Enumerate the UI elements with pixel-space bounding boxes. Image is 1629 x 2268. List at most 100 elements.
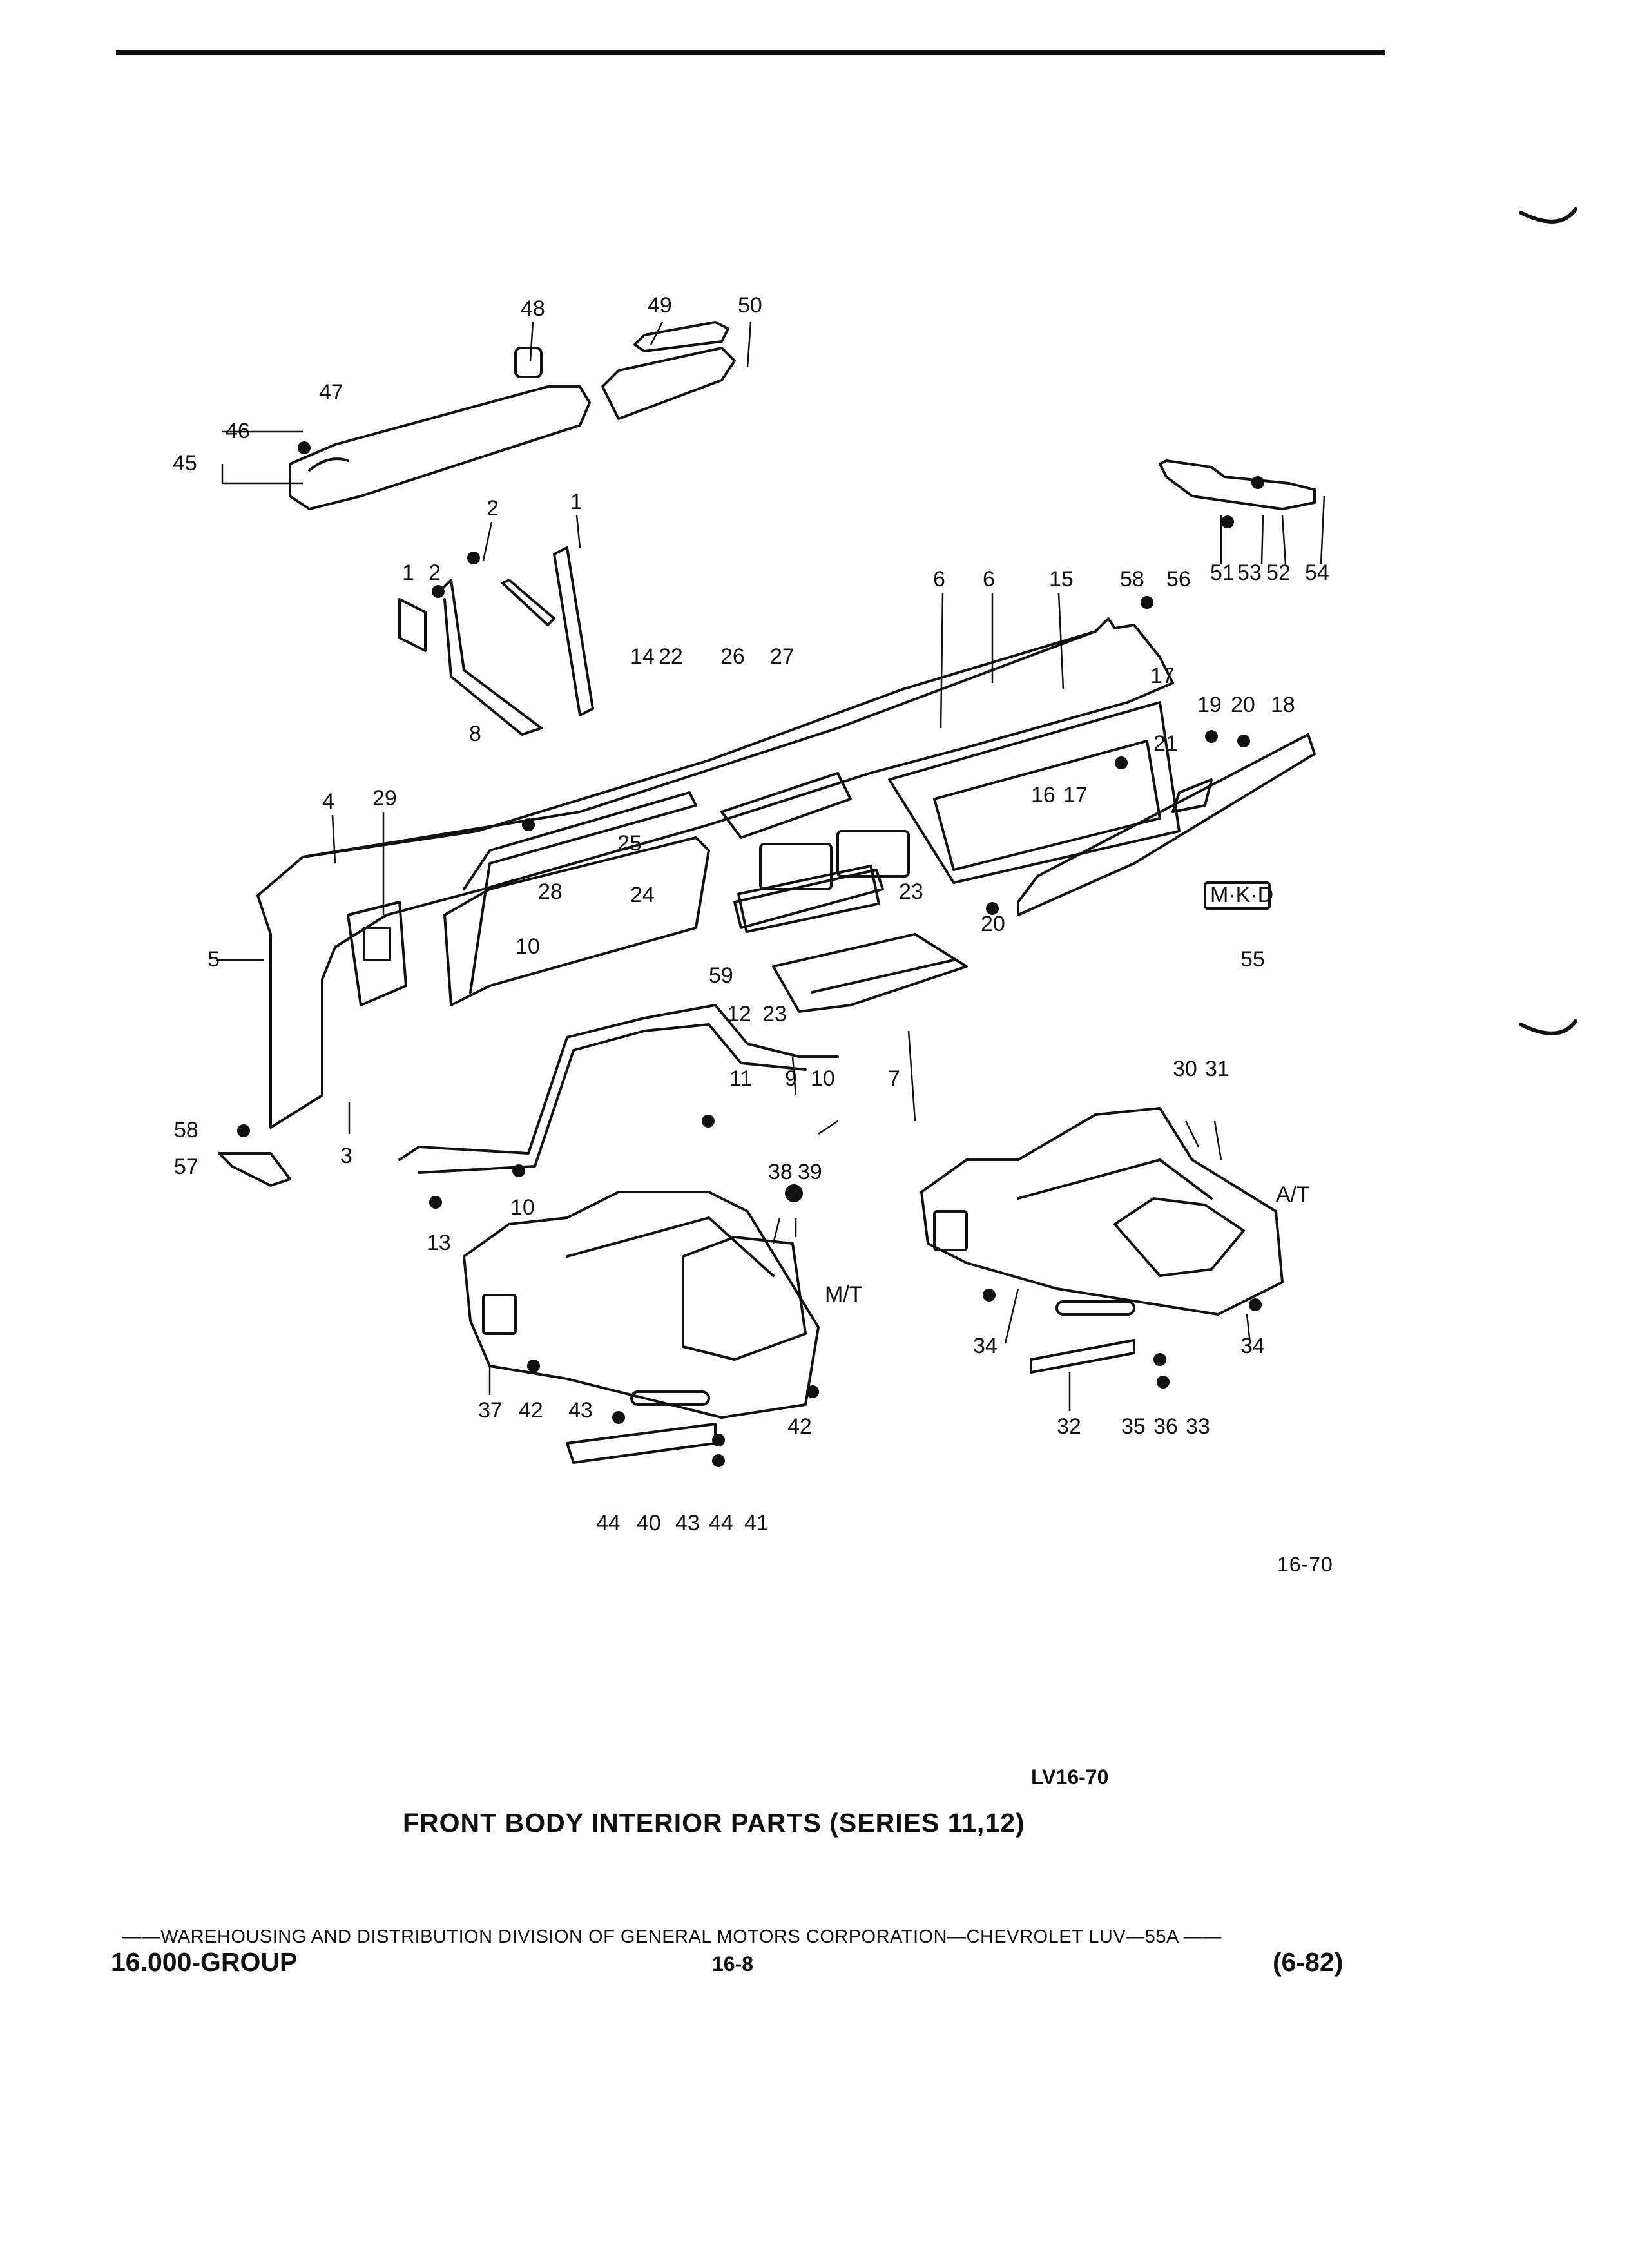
callout-44: 44 <box>596 1511 621 1535</box>
callout-37: 37 <box>478 1398 503 1423</box>
callout-1: 1 <box>570 490 583 514</box>
rear-view-mirror <box>601 347 736 420</box>
callout-51: 51 <box>1210 561 1235 585</box>
callout-26: 26 <box>720 644 745 669</box>
callout-32: 32 <box>1057 1414 1081 1439</box>
instrument-panel <box>256 617 1174 1129</box>
callout-22: 22 <box>659 644 683 669</box>
label-mt: M/T <box>825 1282 863 1307</box>
support-bar <box>398 1004 839 1161</box>
callout-2b: 2 <box>429 561 441 585</box>
callout-55: 55 <box>1240 947 1265 972</box>
callout-20: 20 <box>1231 693 1255 717</box>
callout-59: 59 <box>709 963 733 988</box>
callout-23b: 23 <box>762 1002 787 1026</box>
callout-12: 12 <box>727 1002 751 1026</box>
sun-visor <box>289 385 591 510</box>
callout-9: 9 <box>785 1066 797 1091</box>
emblem <box>1204 881 1271 910</box>
shift-selector <box>1113 1197 1245 1277</box>
callout-14: 14 <box>630 644 655 669</box>
callout-42: 42 <box>519 1398 543 1423</box>
radio-bezel <box>733 869 884 929</box>
callout-58: 58 <box>1120 567 1144 591</box>
callout-16: 16 <box>1031 783 1055 807</box>
callout-48: 48 <box>521 296 545 321</box>
callout-31: 31 <box>1205 1057 1229 1081</box>
label-at: A/T <box>1276 1182 1310 1207</box>
callout-56: 56 <box>1166 567 1191 591</box>
callout-40: 40 <box>637 1511 661 1535</box>
callout-34: 34 <box>973 1334 998 1358</box>
callout-58b: 58 <box>174 1118 198 1142</box>
top-rule <box>116 50 1385 55</box>
callout-41: 41 <box>744 1511 769 1535</box>
glove-box-frame <box>888 701 1181 884</box>
callout-35: 35 <box>1121 1414 1146 1439</box>
callout-45: 45 <box>173 451 197 476</box>
callout-18: 18 <box>1271 693 1295 717</box>
callout-46: 46 <box>226 419 250 443</box>
callout-53: 53 <box>1237 561 1262 585</box>
callout-21: 21 <box>1153 731 1178 756</box>
page-title: FRONT BODY INTERIOR PARTS (SERIES 11,12) <box>403 1808 1025 1838</box>
callout-19: 19 <box>1197 693 1222 717</box>
callout-44b: 44 <box>709 1511 733 1535</box>
visor-hook <box>514 347 543 378</box>
callout-3: 3 <box>340 1144 352 1168</box>
shift-boot <box>682 1236 807 1361</box>
callout-23: 23 <box>899 879 923 904</box>
bracket-right <box>553 546 594 716</box>
callout-43: 43 <box>568 1398 593 1423</box>
footer-publisher-line: ——WAREHOUSING AND DISTRIBUTION DIVISION … <box>122 1927 1222 1947</box>
callout-38: 38 <box>768 1160 793 1184</box>
callout-20b: 20 <box>981 912 1005 936</box>
switch-panel <box>347 901 407 1006</box>
exploded-parts-diagram: M·K·D <box>173 207 1577 1535</box>
callout-27: 27 <box>770 644 795 669</box>
callout-15: 15 <box>1049 567 1074 591</box>
callout-57: 57 <box>174 1155 198 1179</box>
ashtray <box>772 933 968 1013</box>
grab-handle <box>1159 459 1316 510</box>
callout-36: 36 <box>1153 1414 1178 1439</box>
callout-1b: 1 <box>402 561 414 585</box>
date-code: (6-82) <box>1273 1947 1344 1977</box>
callout-50: 50 <box>738 293 762 318</box>
callout-10: 10 <box>516 934 540 959</box>
callout-24: 24 <box>630 883 655 907</box>
drawing-number: LV16-70 <box>1031 1765 1109 1789</box>
group-label: 16.000-GROUP <box>111 1947 298 1977</box>
callout-34b: 34 <box>1240 1334 1265 1358</box>
callout-33: 33 <box>1186 1414 1210 1439</box>
glove-box-door <box>1017 733 1316 916</box>
callout-29: 29 <box>372 786 397 811</box>
callout-39: 39 <box>798 1160 822 1184</box>
callout-10c: 10 <box>510 1195 535 1220</box>
callout-7: 7 <box>888 1066 900 1091</box>
callout-17: 17 <box>1150 664 1175 688</box>
callout-28: 28 <box>538 879 563 904</box>
callout-43b: 43 <box>675 1511 700 1535</box>
callout-54: 54 <box>1305 561 1329 585</box>
callout-17b: 17 <box>1063 783 1088 807</box>
callout-5: 5 <box>207 947 220 972</box>
callout-30: 30 <box>1173 1057 1197 1081</box>
callout-49: 49 <box>648 293 672 318</box>
instrument-cluster <box>443 836 710 1006</box>
callout-25: 25 <box>617 831 642 856</box>
callout-47: 47 <box>319 380 343 405</box>
console-mt <box>463 1191 820 1419</box>
figure-reference: 16-70 <box>1277 1553 1333 1576</box>
callout-2: 2 <box>487 496 499 521</box>
callout-6b: 6 <box>983 567 995 591</box>
callout-42b: 42 <box>787 1414 812 1439</box>
callout-11: 11 <box>729 1066 752 1091</box>
page-number: 16-8 <box>712 1952 754 1975</box>
callout-52: 52 <box>1266 561 1291 585</box>
callout-8: 8 <box>469 722 481 746</box>
emblem-marking: M·K·D <box>1210 883 1273 907</box>
bracket-left <box>437 579 543 736</box>
callout-10b: 10 <box>811 1066 835 1091</box>
console-at <box>920 1107 1284 1316</box>
